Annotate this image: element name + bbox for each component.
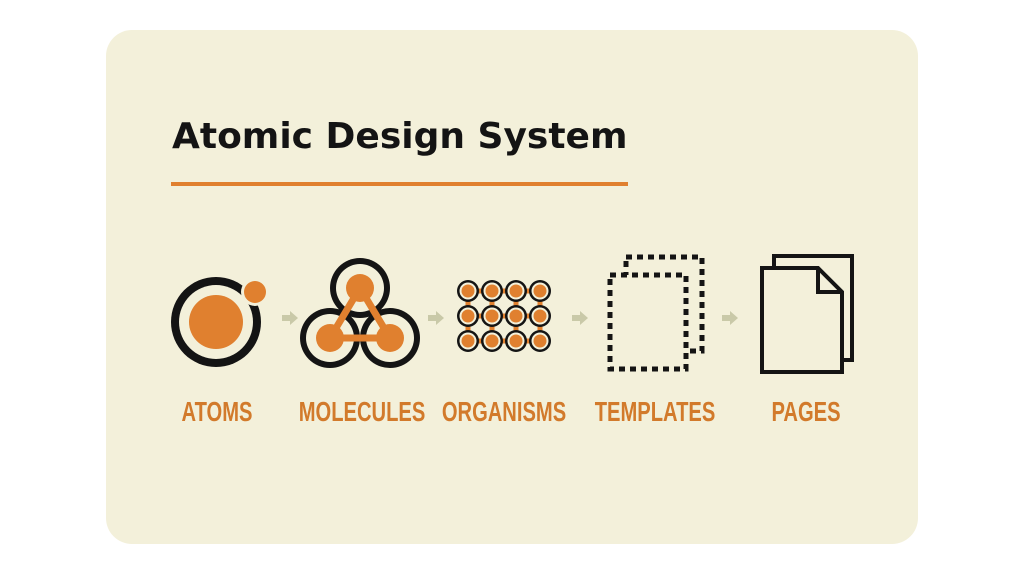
stage-label-templates: TEMPLATES (594, 396, 716, 427)
arrow-right-icon (428, 311, 444, 325)
organism-grid-icon (457, 280, 551, 352)
title-underline (171, 182, 628, 186)
molecule-icon (300, 258, 420, 368)
stage-label-molecules: MOLECULES (298, 396, 426, 427)
pages-document-icon (760, 254, 854, 374)
arrow-right-icon (282, 311, 298, 325)
arrow-right-icon (572, 311, 588, 325)
stage-label-organisms: ORGANISMS (441, 396, 567, 427)
atom-icon (171, 277, 269, 367)
page-title: Atomic Design System (172, 116, 628, 157)
stage-label-atoms: ATOMS (181, 396, 253, 427)
template-dotted-page-icon (607, 254, 705, 372)
arrow-right-icon (722, 311, 738, 325)
stage-label-pages: PAGES (771, 396, 841, 427)
